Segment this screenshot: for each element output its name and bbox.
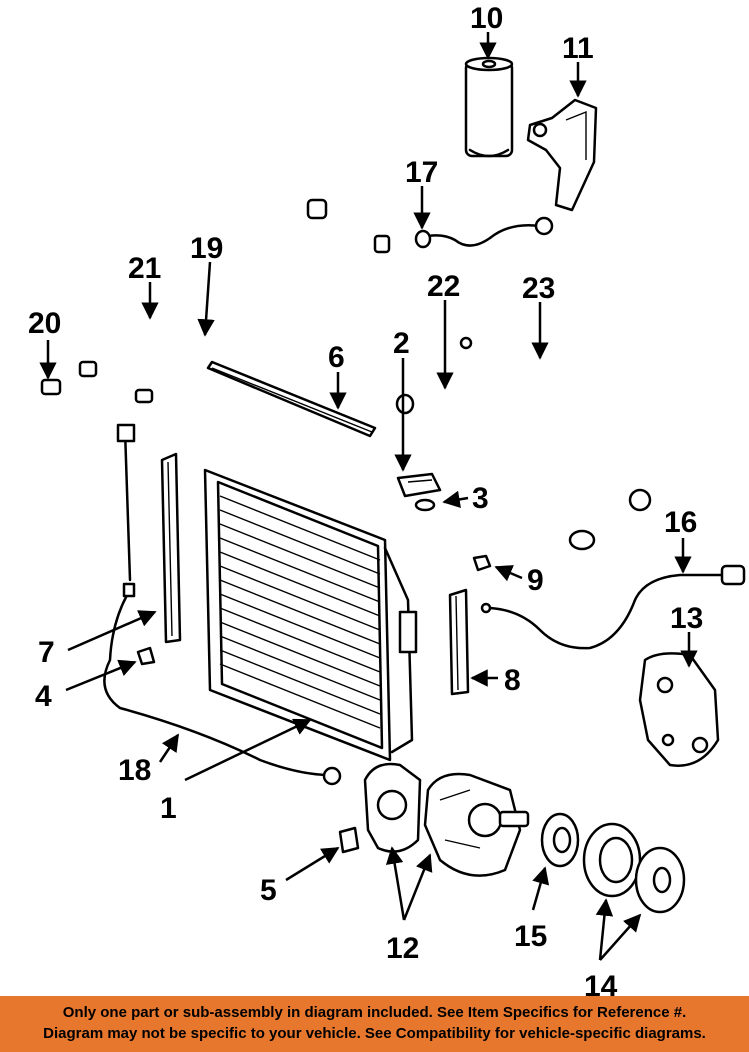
callout-3: 3	[472, 482, 489, 515]
callout-19: 19	[190, 232, 223, 265]
ac-parts-diagram: 10 11 17 21 19 20 22 23 6 2 3 9 16 13 8 …	[11, 2, 746, 996]
disclaimer-line-2: Diagram may not be specific to your vehi…	[43, 1025, 706, 1042]
clutch-pulley-14	[582, 822, 686, 914]
compressor-bracket-13	[638, 652, 720, 767]
compressor	[363, 762, 530, 877]
hose-22	[395, 392, 596, 551]
line-16	[480, 564, 746, 650]
callout-10: 10	[470, 2, 503, 35]
clutch-hub-15	[540, 812, 580, 868]
receiver-drier	[464, 56, 514, 158]
callout-20: 20	[28, 307, 61, 340]
callout-11: 11	[562, 32, 594, 65]
callout-6: 6	[328, 341, 345, 374]
hose-21	[78, 198, 328, 378]
disclaimer-line-1: Only one part or sub-assembly in diagram…	[62, 1004, 687, 1021]
callout-14: 14	[584, 970, 618, 996]
line-18	[103, 582, 342, 786]
valve-9	[472, 554, 492, 572]
callout-16: 16	[664, 506, 697, 539]
plug-5	[338, 826, 360, 854]
seal-3	[414, 498, 436, 512]
callout-13: 13	[670, 602, 703, 635]
callout-4: 4	[35, 680, 52, 713]
leader-arrows	[39, 32, 698, 961]
callout-21: 21	[128, 252, 161, 285]
hose-23	[459, 336, 652, 512]
callout-5: 5	[260, 874, 277, 907]
callout-23: 23	[522, 272, 555, 305]
callout-8: 8	[504, 664, 521, 697]
grommet-4	[136, 646, 156, 666]
callout-15: 15	[514, 920, 547, 953]
callout-1: 1	[160, 792, 177, 825]
callout-18: 18	[118, 754, 151, 787]
hose-19	[134, 234, 391, 404]
callout-9: 9	[527, 564, 544, 597]
seal-6	[206, 360, 377, 438]
callout-2: 2	[393, 327, 410, 360]
condenser	[203, 468, 418, 762]
callout-17: 17	[405, 156, 438, 189]
hose-20	[11, 378, 136, 582]
drier-bracket	[526, 98, 598, 212]
callout-labels: 10 11 17 21 19 20 22 23 6 2 3 9 16 13 8 …	[28, 2, 703, 996]
sensor-2	[396, 472, 442, 498]
callout-22: 22	[427, 270, 460, 303]
callout-7: 7	[38, 636, 55, 669]
callout-12: 12	[386, 932, 419, 965]
bracket-8	[448, 588, 470, 696]
bracket-7	[160, 452, 182, 644]
disclaimer-banner: Only one part or sub-assembly in diagram…	[0, 996, 749, 1052]
liquid-line-17	[414, 216, 554, 249]
